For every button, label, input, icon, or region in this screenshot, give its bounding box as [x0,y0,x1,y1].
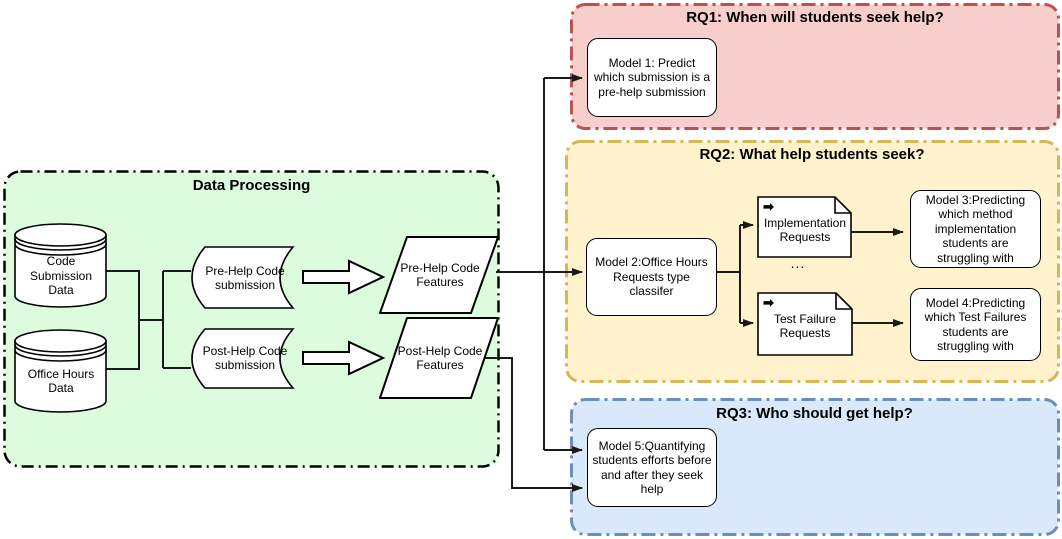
datastore-code-submission [14,223,107,308]
model5-box: Model 5:Quantifying students efforts bef… [587,428,717,507]
rq1-title: RQ1: When will students seek help? [686,9,944,26]
connector-datastores-merge [106,270,191,370]
post-help-features-label: Post-Help Code Features [397,343,483,372]
model3-box: Model 3:Predicting which method implemen… [910,190,1041,268]
pre-help-submission-label: Pre-Help Code submission [205,263,285,292]
stored-data-post-help-submission [191,328,295,389]
datastore-code-submission-label: Code Submission Data [29,254,93,298]
stored-data-pre-help-submission [191,246,295,309]
datastore-office-hours-label: Office Hours Data [27,366,95,395]
block-arrow-post [302,340,386,376]
data-processing-title: Data Processing [192,177,311,194]
test-failure-doc-arrow-icon: ➡ [763,295,774,310]
implementation-doc-arrow-icon: ➡ [763,199,774,214]
document-implementation-requests [757,196,852,258]
model4-box: Model 4:Predicting which Test Failures s… [910,288,1041,361]
model1-box: Model 1: Predict which submission is a p… [587,38,717,117]
test-failure-doc-label: Test Failure Requests [773,311,837,340]
connector-model2-split [717,225,741,323]
pre-help-features-label: Pre-Help Code Features [400,260,480,289]
request-types-ellipsis: ... [790,255,806,271]
model2-box: Model 2:Office Hours Requests type class… [586,238,717,316]
parallelogram-pre-help-features [379,236,499,314]
arrow-postfeatures-to-model5 [484,357,583,492]
implementation-doc-label: Implementation Requests [763,215,847,244]
block-arrow-pre [302,259,386,295]
rq3-title: RQ3: Who should get help? [716,405,913,422]
datastore-office-hours [14,329,107,413]
document-test-failure-requests [757,292,853,356]
post-help-submission-label: Post-Help Code submission [202,343,288,372]
rq2-title: RQ2: What help students seek? [699,146,925,163]
parallelogram-post-help-features [379,317,499,399]
